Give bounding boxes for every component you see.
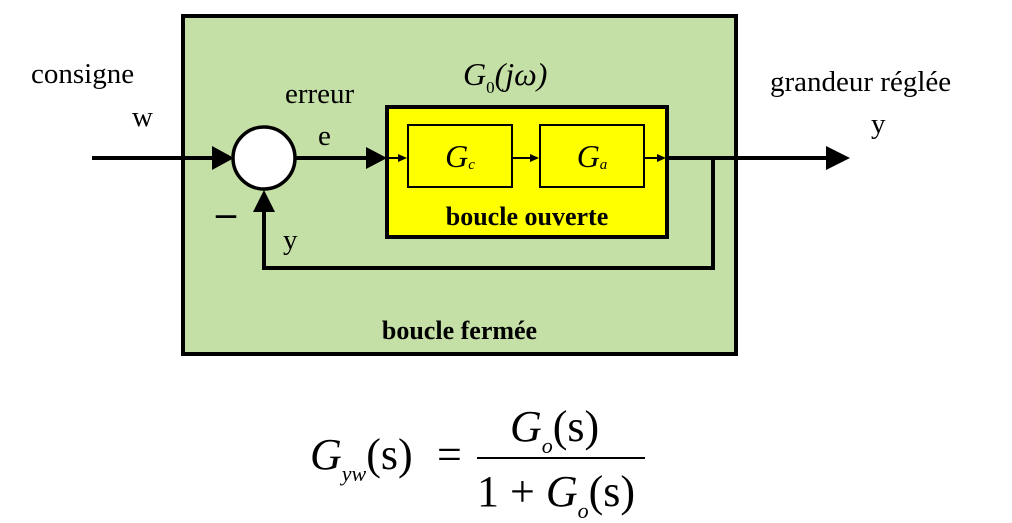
open-loop-title-argument: (jω) — [494, 56, 548, 92]
error-arrowhead — [366, 147, 387, 169]
controller-to-process-arrowhead — [530, 154, 539, 162]
formula-denominator-subscript: o — [577, 498, 589, 523]
open-loop-title-letter: G — [463, 56, 487, 92]
input-symbol: w — [132, 101, 153, 133]
formula-denominator-prefix: 1 + — [477, 467, 546, 516]
process-out-arrowhead — [657, 154, 666, 162]
open-loop-title-subscript: 0 — [486, 78, 495, 97]
formula-numerator-letter: G — [510, 402, 542, 451]
formula-lhs-argument: (s) — [366, 430, 413, 479]
formula-lhs: Gyw(s) — [310, 430, 413, 485]
formula-lhs-subscript: yw — [341, 461, 367, 486]
closed-loop-label: boucle fermée — [381, 316, 538, 345]
formula-numerator: Go(s) — [510, 402, 600, 457]
minus-sign: – — [216, 190, 236, 235]
controller-subscript: c — [468, 156, 475, 173]
feedback-arrowhead — [253, 190, 275, 212]
to-controller-arrowhead — [398, 154, 407, 162]
feedback-symbol: y — [283, 224, 298, 256]
error-symbol: e — [318, 120, 331, 152]
formula-denominator: 1 + Go(s) — [477, 467, 636, 522]
formula-denominator-argument: (s) — [588, 467, 636, 516]
formula-denominator-letter: G — [545, 467, 578, 516]
formula-numerator-subscript: o — [541, 433, 553, 458]
open-loop-label: boucle ouverte — [445, 202, 609, 231]
controller-letter: G — [445, 137, 469, 174]
feedback-line — [262, 158, 715, 270]
output-symbol: y — [871, 108, 886, 140]
input-name: consigne — [31, 58, 135, 90]
open-loop-title: G0(jω) — [463, 56, 548, 96]
input-arrowhead — [212, 146, 234, 170]
formula-fraction-bar — [477, 457, 645, 459]
error-name: erreur — [285, 78, 355, 110]
formula-numerator-argument: (s) — [552, 402, 600, 451]
summing-junction — [231, 125, 297, 191]
process-subscript: a — [599, 156, 608, 173]
formula-equals: = — [437, 430, 462, 479]
output-name: grandeur réglée — [770, 66, 952, 98]
process-letter: G — [576, 137, 600, 174]
output-arrowhead — [826, 146, 850, 170]
formula-lhs-letter: G — [310, 430, 342, 479]
